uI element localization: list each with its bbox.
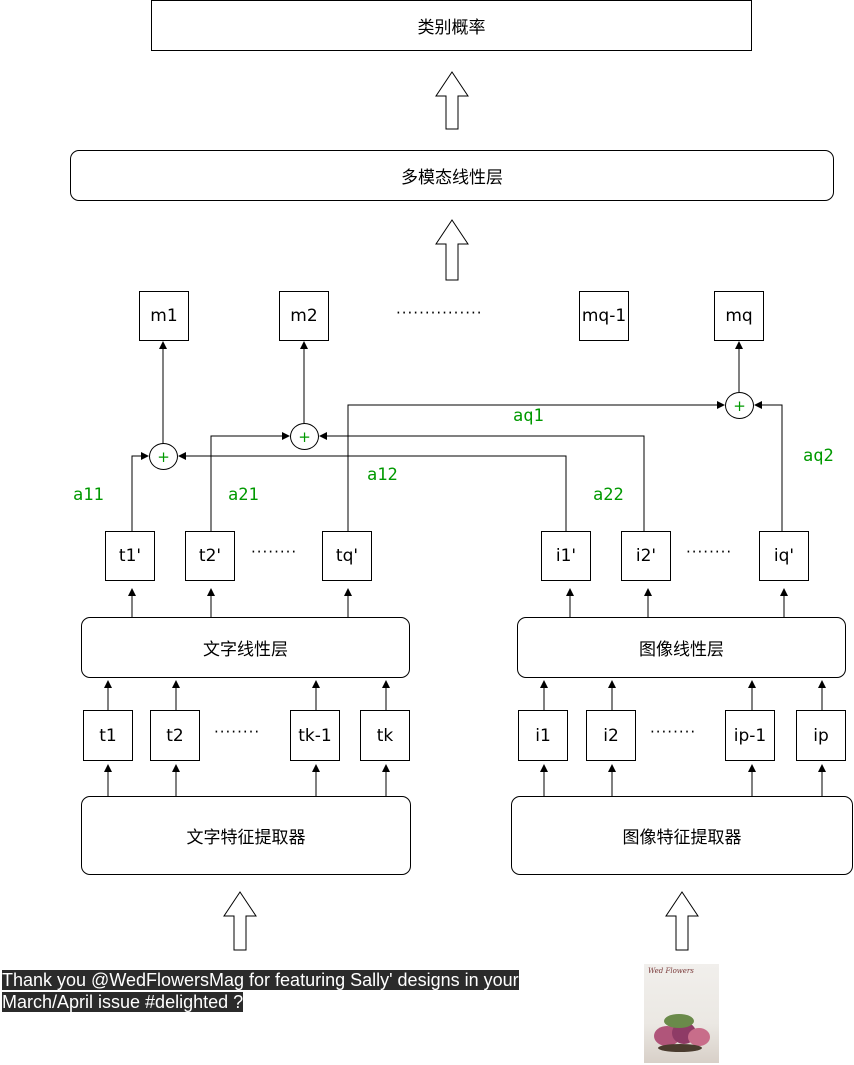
output-mq-1-label: mq-1 [581, 306, 627, 326]
text-feature-tk-1-label: tk-1 [298, 725, 332, 746]
hollow-arrow-image-input [665, 891, 699, 951]
plus-node-2-sign: + [298, 427, 311, 446]
hollow-arrow-to-fusion [435, 219, 469, 281]
text-projected-tq: tq' [322, 531, 372, 581]
magazine-masthead: Wed Flowers [648, 967, 694, 975]
output-mq-label: mq [725, 306, 753, 326]
plus-node-q-sign: + [733, 396, 746, 415]
plus-node-q: + [725, 392, 754, 419]
image-projected-i1-label: i1' [555, 546, 577, 566]
image-projected-i2: i2' [621, 531, 671, 581]
image-linear-layer: 图像线性层 [517, 617, 846, 678]
hollow-arrow-text-input [223, 891, 257, 951]
image-extractor-label: 图像特征提取器 [622, 828, 742, 848]
image-projected-ellipsis: ········ [686, 543, 733, 561]
image-projected-i2-label: i2' [635, 546, 657, 566]
multimodal-linear-layer: 多模态线性层 [70, 150, 834, 201]
image-feature-i2-label: i2 [603, 725, 619, 746]
outputs-ellipsis: ··············· [396, 304, 483, 322]
plus-node-2: + [290, 423, 319, 450]
text-feature-t2: t2 [150, 710, 200, 761]
text-projected-ellipsis: ········ [251, 543, 298, 561]
image-feature-ip-1-label: ip-1 [733, 725, 767, 746]
output-mq: mq [714, 291, 764, 341]
text-projected-tq-label: tq' [335, 546, 359, 566]
weight-aq1: aq1 [513, 406, 544, 426]
input-text-sample: Thank you @WedFlowersMag for featuring S… [2, 969, 532, 1013]
image-projected-iq-label: iq' [773, 546, 795, 566]
class-probability-box: 类别概率 [151, 0, 752, 51]
hollow-arrow-to-prob [435, 71, 469, 130]
flower-shape [688, 1028, 710, 1046]
magazine-cover-image: Wed Flowers [644, 964, 719, 1063]
image-projected-i1: i1' [541, 531, 591, 581]
text-projected-t2-label: t2' [198, 546, 222, 566]
output-m1: m1 [139, 291, 189, 341]
image-feature-i2: i2 [586, 710, 636, 761]
image-projected-iq: iq' [759, 531, 809, 581]
multimodal-linear-label: 多模态线性层 [401, 168, 503, 188]
text-feature-tk-label: tk [376, 725, 394, 746]
weight-a11: a11 [73, 485, 104, 505]
weight-aq2: aq2 [803, 446, 834, 466]
text-projected-t1: t1' [105, 531, 155, 581]
text-feature-extractor: 文字特征提取器 [81, 796, 411, 875]
text-feature-t2-label: t2 [166, 725, 184, 746]
weight-a22: a22 [593, 485, 624, 505]
image-feature-ip-label: ip [813, 725, 829, 746]
output-m2-label: m2 [290, 306, 318, 326]
text-linear-label: 文字线性层 [203, 640, 288, 660]
weight-a21: a21 [228, 485, 259, 505]
image-feature-ip: ip [796, 710, 846, 761]
text-feature-tk-1: tk-1 [290, 710, 340, 761]
weight-a12: a12 [367, 465, 398, 485]
text-linear-layer: 文字线性层 [81, 617, 410, 678]
image-feature-extractor: 图像特征提取器 [511, 796, 853, 875]
text-projected-t2: t2' [185, 531, 235, 581]
plus-node-1-sign: + [157, 447, 170, 466]
text-extractor-label: 文字特征提取器 [186, 828, 306, 848]
output-m2: m2 [279, 291, 329, 341]
output-m1-label: m1 [150, 306, 178, 326]
output-mq-1: mq-1 [579, 291, 629, 341]
plus-node-1: + [149, 443, 178, 470]
vase-shape [658, 1044, 702, 1052]
image-linear-label: 图像线性层 [639, 640, 724, 660]
class-probability-label: 类别概率 [417, 18, 486, 38]
image-feature-i1-label: i1 [535, 725, 551, 746]
input-text-content: Thank you @WedFlowersMag for featuring S… [2, 970, 519, 1012]
image-feature-ellipsis: ········ [650, 723, 697, 741]
text-feature-ellipsis: ········ [214, 723, 261, 741]
image-feature-ip-1: ip-1 [725, 710, 775, 761]
text-feature-t1: t1 [83, 710, 133, 761]
text-projected-t1-label: t1' [118, 546, 142, 566]
text-feature-tk: tk [360, 710, 410, 761]
text-feature-t1-label: t1 [99, 725, 117, 746]
leaf-shape [664, 1014, 694, 1028]
image-feature-i1: i1 [518, 710, 568, 761]
